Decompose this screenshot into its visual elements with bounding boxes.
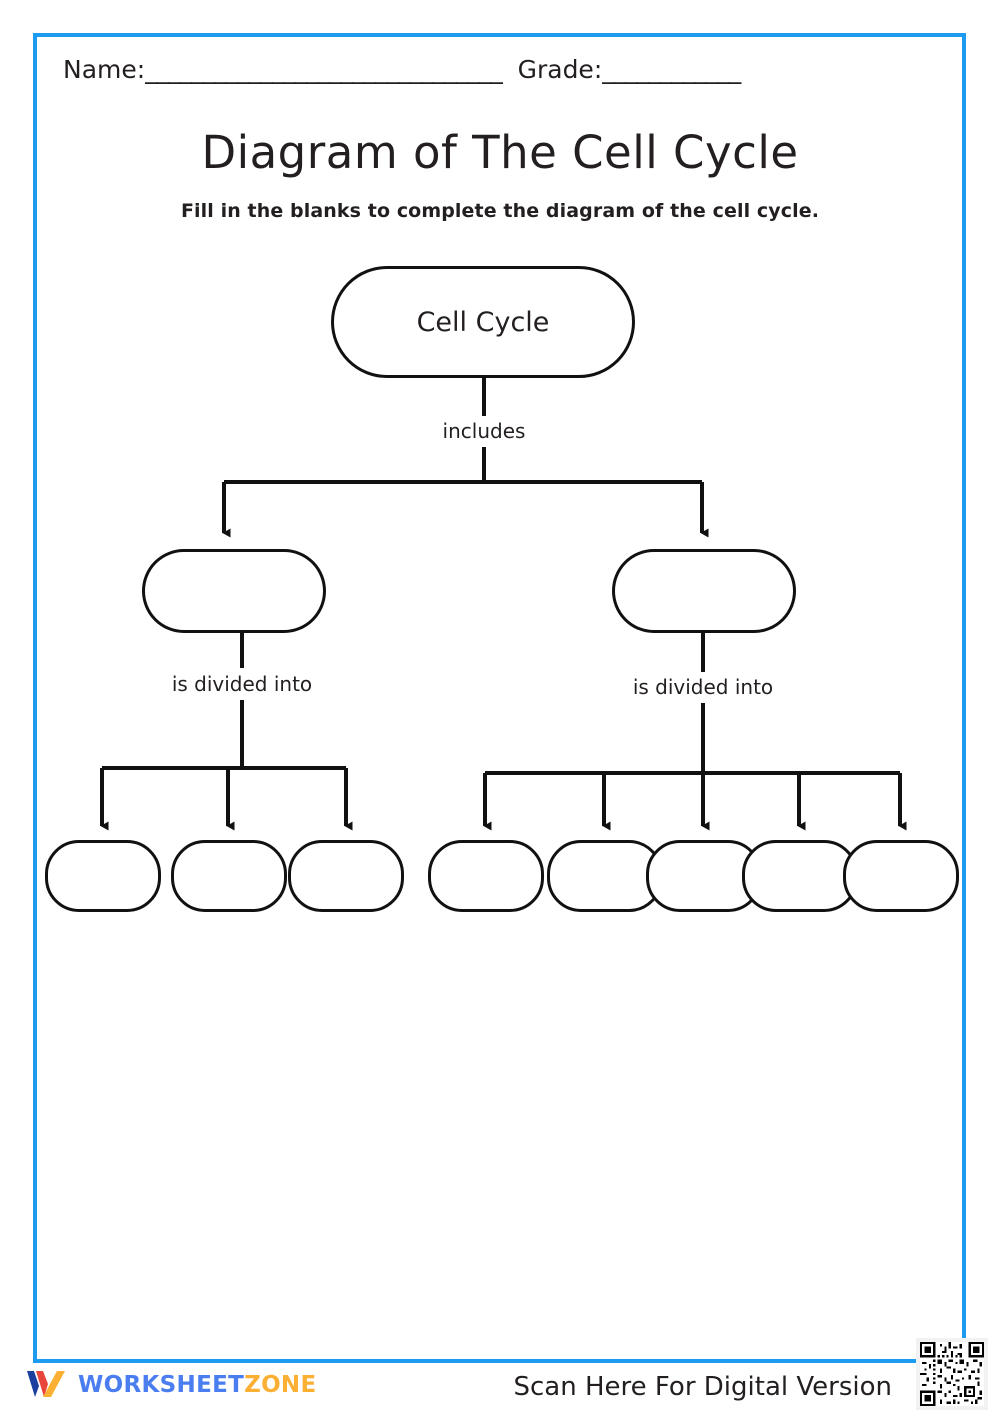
brand-wordmark: WORKSHEETZONE (78, 1372, 316, 1398)
name-grade-bar: Name:_______________________________ Gra… (63, 55, 943, 84)
diagram-connectors (100, 378, 907, 831)
page-title: Diagram of The Cell Cycle (201, 126, 799, 179)
cell-cycle-diagram: Cell Cycle includes is divided into is d… (45, 266, 959, 912)
grade-label: Grade: (517, 55, 603, 84)
name-blank-line[interactable]: _______________________________ (145, 55, 502, 84)
instructions-text: Fill in the blanks to complete the diagr… (180, 200, 820, 222)
node-blank-l3-7[interactable] (742, 840, 858, 912)
node-blank-l3-8[interactable] (843, 840, 959, 912)
node-blank-l3-1[interactable] (45, 840, 161, 912)
node-blank-l3-4[interactable] (428, 840, 544, 912)
scan-prompt-text: Scan Here For Digital Version (513, 1372, 893, 1402)
node-cell-cycle[interactable]: Cell Cycle (331, 266, 635, 378)
qr-code[interactable] (916, 1338, 988, 1410)
node-blank-l3-2[interactable] (171, 840, 287, 912)
worksheet-zone-logo[interactable]: WORKSHEETZONE (24, 1368, 316, 1402)
node-blank-l3-5[interactable] (547, 840, 663, 912)
name-label: Name: (63, 55, 146, 84)
brand-word-worksheet: WORKSHEET (78, 1372, 245, 1398)
page-border-frame (33, 33, 966, 1363)
node-blank-l2-left[interactable] (142, 549, 326, 633)
grade-blank-line[interactable]: ____________ (602, 55, 741, 84)
worksheetzone-w-icon (24, 1368, 68, 1402)
node-blank-l2-right[interactable] (612, 549, 796, 633)
brand-word-zone: ZONE (244, 1372, 317, 1398)
node-cell-cycle-label: Cell Cycle (416, 306, 550, 338)
edge-label-includes: includes (384, 419, 584, 443)
node-blank-l3-3[interactable] (288, 840, 404, 912)
edge-label-divided-into-right: is divided into (603, 675, 803, 699)
edge-label-divided-into-left: is divided into (142, 672, 342, 696)
